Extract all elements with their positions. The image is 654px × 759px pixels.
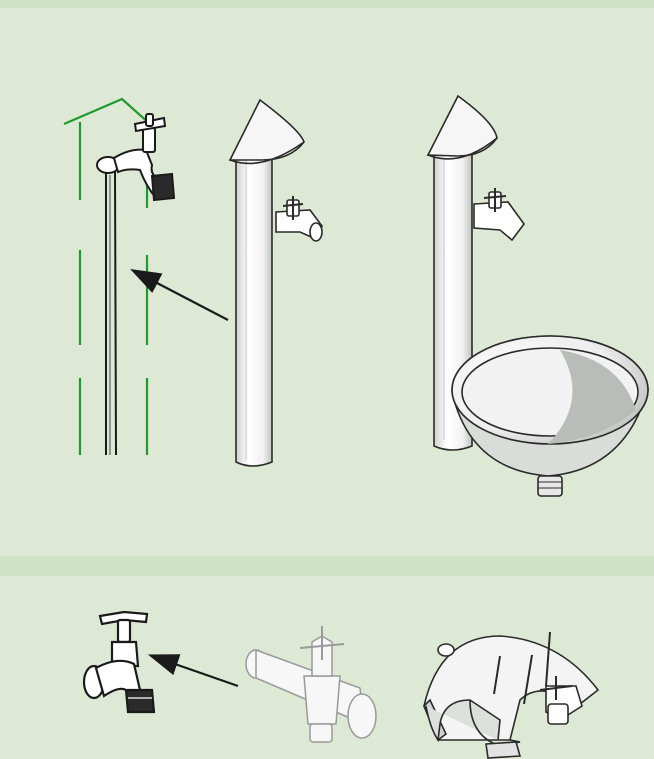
hose-reel-bracket xyxy=(424,632,598,758)
pillar-tap-post xyxy=(230,100,322,466)
basin-tap-fitting xyxy=(474,188,524,240)
bib-tap xyxy=(84,612,154,712)
tap-fitting-assembly xyxy=(246,626,376,742)
basin-bowl xyxy=(452,336,648,496)
post-tap-fitting xyxy=(276,196,322,241)
arrow-icon xyxy=(152,656,238,686)
wall-tap-outline xyxy=(64,99,174,455)
arrow-icon xyxy=(134,271,228,320)
tap-head xyxy=(97,114,174,200)
tap-pipe xyxy=(106,170,116,455)
pillar-with-basin xyxy=(428,96,648,496)
